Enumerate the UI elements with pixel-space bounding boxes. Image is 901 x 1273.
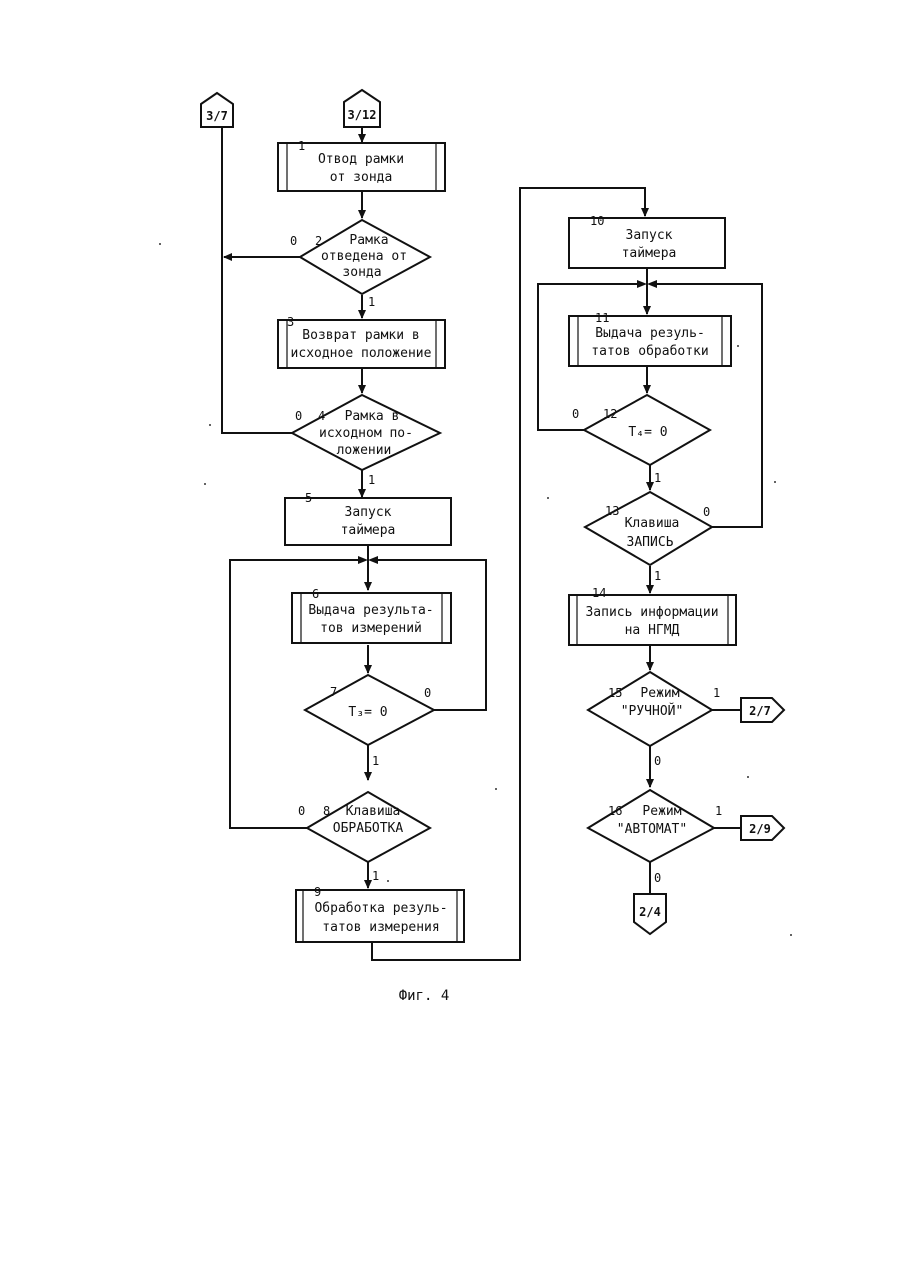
block-2-line-2: отведена от bbox=[321, 249, 407, 264]
connector-2-9: 2/9 bbox=[741, 816, 784, 840]
block-11-number: 11 bbox=[595, 311, 609, 325]
connector-2-7: 2/7 bbox=[741, 698, 784, 722]
block-4-decision: 4 Рамка в исходном по- ложении 0 1 bbox=[292, 395, 440, 487]
block-1-line-2: от зонда bbox=[330, 170, 393, 185]
block-12-number: 12 bbox=[603, 407, 617, 421]
block-3-line-1: Возврат рамки в bbox=[302, 328, 419, 343]
connector-2-9-label: 2/9 bbox=[749, 822, 771, 836]
block-2-number: 2 bbox=[315, 234, 322, 248]
block-7-branch-no: 0 bbox=[424, 686, 431, 700]
block-11-line-1: Выдача резуль- bbox=[595, 326, 705, 341]
block-8-decision: 8 Клавиша ОБРАБОТКА 0 1 bbox=[298, 792, 430, 883]
block-10-process: 10 Запуск таймера bbox=[569, 214, 725, 268]
block-4-line-3: ложении bbox=[337, 443, 392, 458]
block-9-process: 9 Обработка резуль- татов измерения bbox=[296, 885, 464, 942]
block-6-process: 6 Выдача результа- тов измерений bbox=[292, 587, 451, 643]
block-1-number: 1 bbox=[298, 139, 305, 153]
block-7-branch-yes: 1 bbox=[372, 754, 379, 768]
block-16-number: 16 bbox=[608, 804, 622, 818]
block-8-number: 8 bbox=[323, 804, 330, 818]
block-2-line-1: Рамка bbox=[349, 233, 388, 248]
block-13-number: 13 bbox=[605, 504, 619, 518]
block-13-line-1: Клавиша bbox=[625, 516, 680, 531]
block-14-line-2: на НГМД bbox=[625, 623, 680, 638]
connector-3-12: 3/12 bbox=[344, 90, 380, 127]
block-5-line-1: Запуск bbox=[345, 505, 392, 520]
block-3-line-2: исходное положение bbox=[291, 346, 432, 361]
block-8-branch-yes: 1 bbox=[372, 869, 379, 883]
block-13-line-2: ЗАПИСЬ bbox=[627, 535, 674, 550]
connector-2-7-label: 2/7 bbox=[749, 704, 771, 718]
block-4-line-1: Рамка в bbox=[345, 409, 400, 424]
block-8-branch-no: 0 bbox=[298, 804, 305, 818]
block-1-line-1: Отвод рамки bbox=[318, 152, 404, 167]
block-16-decision: 16 Режим "АВТОМАТ" 1 0 bbox=[588, 790, 722, 885]
block-7-number: 7 bbox=[330, 685, 337, 699]
block-14-line-1: Запись информации bbox=[585, 605, 718, 620]
block-10-line-2: таймера bbox=[622, 246, 677, 261]
block-5-process: 5 Запуск таймера bbox=[285, 491, 451, 545]
block-12-line-1: T₄= 0 bbox=[628, 425, 667, 440]
connector-3-7: 3/7 bbox=[201, 93, 233, 127]
block-12-branch-no: 0 bbox=[572, 407, 579, 421]
figure-caption: Фиг. 4 bbox=[399, 988, 450, 1004]
block-13-branch-no: 0 bbox=[703, 505, 710, 519]
block-14-number: 14 bbox=[592, 586, 606, 600]
block-5-line-2: таймера bbox=[341, 523, 396, 538]
block-6-line-1: Выдача результа- bbox=[308, 603, 433, 618]
block-3-number: 3 bbox=[287, 315, 294, 329]
block-3-process: 3 Возврат рамки в исходное положение bbox=[278, 315, 445, 368]
block-16-line-2: "АВТОМАТ" bbox=[617, 822, 687, 837]
connector-3-12-label: 3/12 bbox=[348, 108, 377, 122]
block-9-number: 9 bbox=[314, 885, 321, 899]
connector-3-7-label: 3/7 bbox=[206, 109, 228, 123]
block-12-decision: 12 T₄= 0 0 1 bbox=[572, 395, 710, 485]
block-13-decision: 13 Клавиша ЗАПИСЬ 0 1 bbox=[585, 492, 712, 583]
block-11-line-2: татов обработки bbox=[591, 344, 708, 359]
connector-2-4: 2/4 bbox=[634, 894, 666, 934]
block-8-line-1: Клавиша bbox=[346, 804, 401, 819]
block-7-decision: 7 T₃= 0 0 1 bbox=[305, 675, 434, 768]
block-15-number: 15 bbox=[608, 686, 622, 700]
block-10-number: 10 bbox=[590, 214, 604, 228]
block-4-number: 4 bbox=[318, 409, 325, 423]
block-2-decision: 2 Рамка отведена от зонда 0 1 bbox=[290, 220, 430, 309]
block-16-line-1: Режим bbox=[642, 804, 681, 819]
block-9-line-2: татов измерения bbox=[322, 920, 439, 935]
block-12-branch-yes: 1 bbox=[654, 471, 661, 485]
block-15-line-1: Режим bbox=[640, 686, 679, 701]
connector-2-4-label: 2/4 bbox=[639, 905, 661, 919]
block-2-branch-yes: 1 bbox=[368, 295, 375, 309]
block-9-line-1: Обработка резуль- bbox=[314, 901, 447, 916]
block-1-process: 1 Отвод рамки от зонда bbox=[278, 139, 445, 191]
block-4-branch-no: 0 bbox=[295, 409, 302, 423]
block-13-branch-yes: 1 bbox=[654, 569, 661, 583]
block-5-number: 5 bbox=[305, 491, 312, 505]
block-7-line-1: T₃= 0 bbox=[348, 705, 387, 720]
block-4-line-2: исходном по- bbox=[319, 426, 413, 441]
block-15-decision: 15 Режим "РУЧНОЙ" 1 0 bbox=[588, 672, 720, 768]
block-15-line-2: "РУЧНОЙ" bbox=[621, 703, 684, 719]
block-6-line-2: тов измерений bbox=[320, 621, 422, 636]
block-6-number: 6 bbox=[312, 587, 319, 601]
block-10-line-1: Запуск bbox=[626, 228, 673, 243]
block-15-branch-yes: 1 bbox=[713, 686, 720, 700]
block-2-line-3: зонда bbox=[342, 265, 381, 280]
block-15-branch-no: 0 bbox=[654, 754, 661, 768]
block-8-line-2: ОБРАБОТКА bbox=[333, 821, 404, 836]
block-11-process: 11 Выдача резуль- татов обработки bbox=[569, 311, 731, 366]
block-14-process: 14 Запись информации на НГМД bbox=[569, 586, 736, 645]
block-16-branch-no: 0 bbox=[654, 871, 661, 885]
block-4-branch-yes: 1 bbox=[368, 473, 375, 487]
block-16-branch-yes: 1 bbox=[715, 804, 722, 818]
block-2-branch-no: 0 bbox=[290, 234, 297, 248]
